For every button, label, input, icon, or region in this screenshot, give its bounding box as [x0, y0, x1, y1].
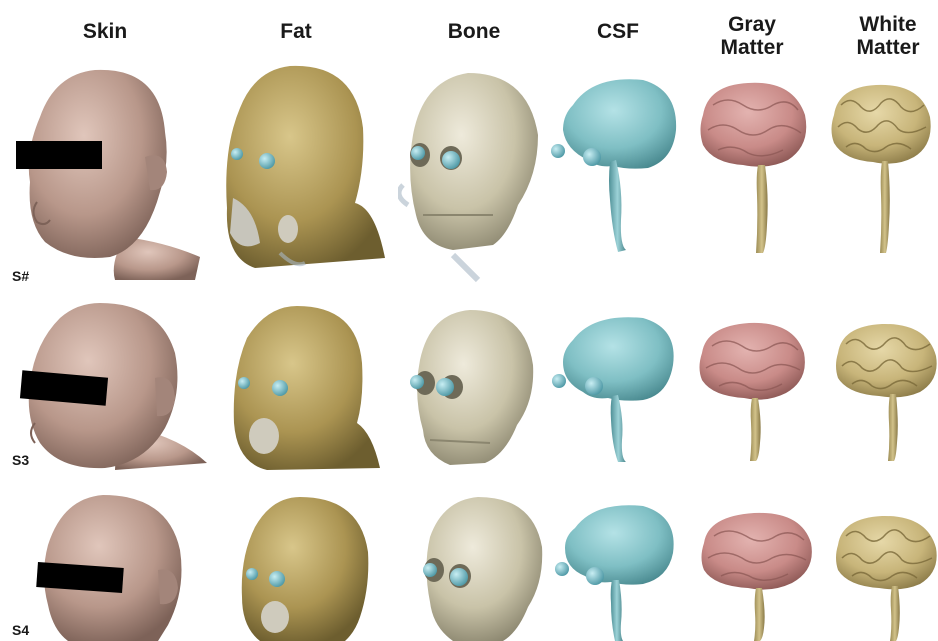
- csf-render-s3: [548, 310, 688, 465]
- white-matter-render-s-hash: [826, 75, 936, 255]
- fat-render-s3: [222, 298, 382, 473]
- gray-matter-render-s4: [696, 508, 821, 641]
- white-matter-render-s3: [832, 318, 938, 463]
- gray-matter-line2: Matter: [692, 36, 812, 59]
- column-header-bone: Bone: [414, 20, 534, 43]
- white-matter-render-s4: [832, 510, 938, 641]
- white-matter-line1: White: [828, 13, 938, 36]
- skin-head-render-s-hash: [15, 62, 205, 282]
- gray-matter-line1: Gray: [692, 13, 812, 36]
- column-header-csf: CSF: [558, 20, 678, 43]
- fat-render-s4: [230, 492, 375, 641]
- csf-render-s4: [553, 498, 683, 641]
- bone-skull-render-s4: [418, 492, 548, 641]
- fat-render-s-hash: [215, 58, 390, 278]
- column-header-white-matter: White Matter: [828, 13, 938, 59]
- csf-render-s-hash: [548, 70, 688, 255]
- white-matter-line2: Matter: [828, 36, 938, 59]
- column-header-fat: Fat: [236, 20, 356, 43]
- gray-matter-render-s3: [694, 318, 814, 463]
- gray-matter-render-s-hash: [693, 75, 813, 255]
- row-label-s4: S4: [12, 622, 29, 638]
- column-header-skin: Skin: [45, 20, 165, 43]
- bone-skull-render-s3: [405, 305, 540, 470]
- bone-skull-render-s-hash: [398, 65, 548, 285]
- column-header-gray-matter: Gray Matter: [692, 13, 812, 59]
- censor-bar-s-hash: [16, 141, 102, 169]
